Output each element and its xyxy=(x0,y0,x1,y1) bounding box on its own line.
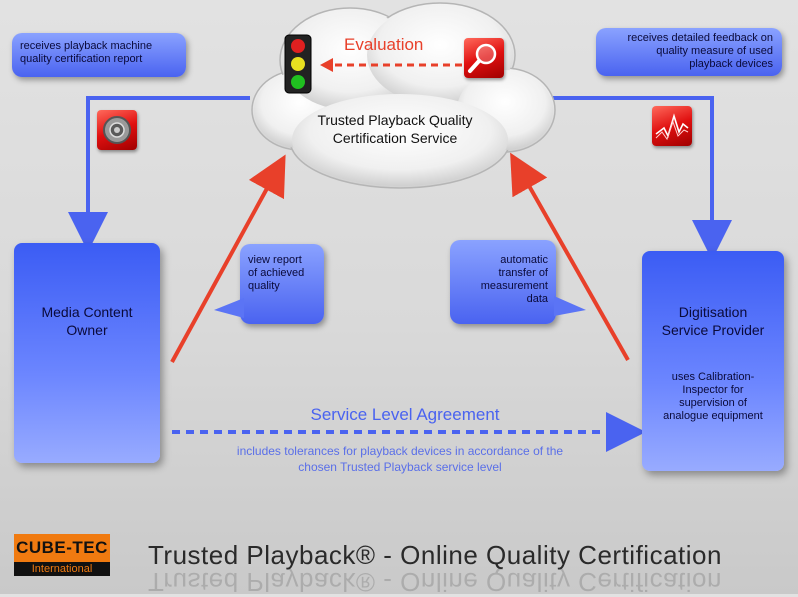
media-owner-line1: Media Content xyxy=(41,304,133,320)
waveform-icon xyxy=(652,106,692,146)
cube-tec-logo: CUBE-TEC International xyxy=(14,534,110,578)
sla-title: Service Level Agreement xyxy=(310,405,500,424)
provider-note3: supervision of xyxy=(679,397,747,409)
cloud-title-line1: Trusted Playback Quality xyxy=(317,112,473,128)
sla-desc-line2: chosen Trusted Playback service level xyxy=(298,460,502,474)
provider-line1: Digitisation xyxy=(678,304,748,320)
logo-bottom: International xyxy=(14,562,110,576)
auto-transfer-line3: measurement xyxy=(480,280,548,292)
owner-receives-line2: quality certification report xyxy=(20,53,143,65)
provider-receives-line1: receives detailed feedback on xyxy=(627,32,773,44)
evaluation-label: Evaluation xyxy=(344,35,424,54)
provider-note1: uses Calibration- xyxy=(671,371,755,383)
owner-receives-bubble: receives playback machine quality certif… xyxy=(12,33,186,77)
auto-transfer-line2: transfer of xyxy=(498,267,548,279)
auto-transfer-bubble: automatic transfer of measurement data xyxy=(450,240,586,324)
provider-note2: Inspector for xyxy=(682,384,744,396)
magnifier-icon xyxy=(464,38,504,78)
sla-desc-line1: includes tolerances for playback devices… xyxy=(236,444,564,458)
cloud-title-line2: Certification Service xyxy=(332,130,458,146)
auto-transfer-line4: data xyxy=(526,293,548,305)
provider-receives-line3: playback devices xyxy=(689,58,773,70)
provider-title: Digitisation Service Provider xyxy=(642,303,784,339)
media-owner-line2: Owner xyxy=(66,322,108,338)
view-report-line1: view report xyxy=(248,254,302,266)
auto-transfer-bubble-tail xyxy=(554,296,586,316)
provider-to-cloud-arrow xyxy=(510,152,630,361)
media-owner-title: Media Content Owner xyxy=(14,303,160,339)
provider-note4: analogue equipment xyxy=(663,410,763,422)
cloud-to-owner-connector xyxy=(68,96,250,252)
sla-description: includes tolerances for playback devices… xyxy=(180,443,620,475)
footer-title-reflection: Trusted Playback® - Online Quality Certi… xyxy=(148,567,722,597)
view-report-bubble: view report of achieved quality xyxy=(214,244,324,324)
service-cloud xyxy=(251,2,556,189)
owner-receives-line1: receives playback machine xyxy=(20,40,153,52)
view-report-line3: quality xyxy=(248,280,280,292)
auto-transfer-line1: automatic xyxy=(500,254,548,266)
provider-receives-line2: quality measure of used xyxy=(656,45,773,57)
view-report-bubble-tail xyxy=(214,298,244,318)
cloud-title: Trusted Playback Quality Certification S… xyxy=(290,111,500,147)
cloud-to-provider-connector xyxy=(550,96,732,260)
traffic-light-icon xyxy=(284,34,312,94)
provider-note: uses Calibration- Inspector for supervis… xyxy=(642,371,784,423)
media-content-owner-box: Media Content Owner xyxy=(14,243,160,463)
owner-to-cloud-arrow xyxy=(170,154,286,363)
provider-line2: Service Provider xyxy=(661,322,765,338)
digitisation-provider-box: Digitisation Service Provider uses Calib… xyxy=(642,251,784,471)
logo-top: CUBE-TEC xyxy=(14,534,110,562)
footer-title: Trusted Playback® - Online Quality Certi… xyxy=(148,540,722,570)
view-report-line2: of achieved xyxy=(248,267,305,279)
provider-receives-bubble: receives detailed feedback on quality me… xyxy=(596,28,782,76)
certificate-icon xyxy=(97,110,137,150)
